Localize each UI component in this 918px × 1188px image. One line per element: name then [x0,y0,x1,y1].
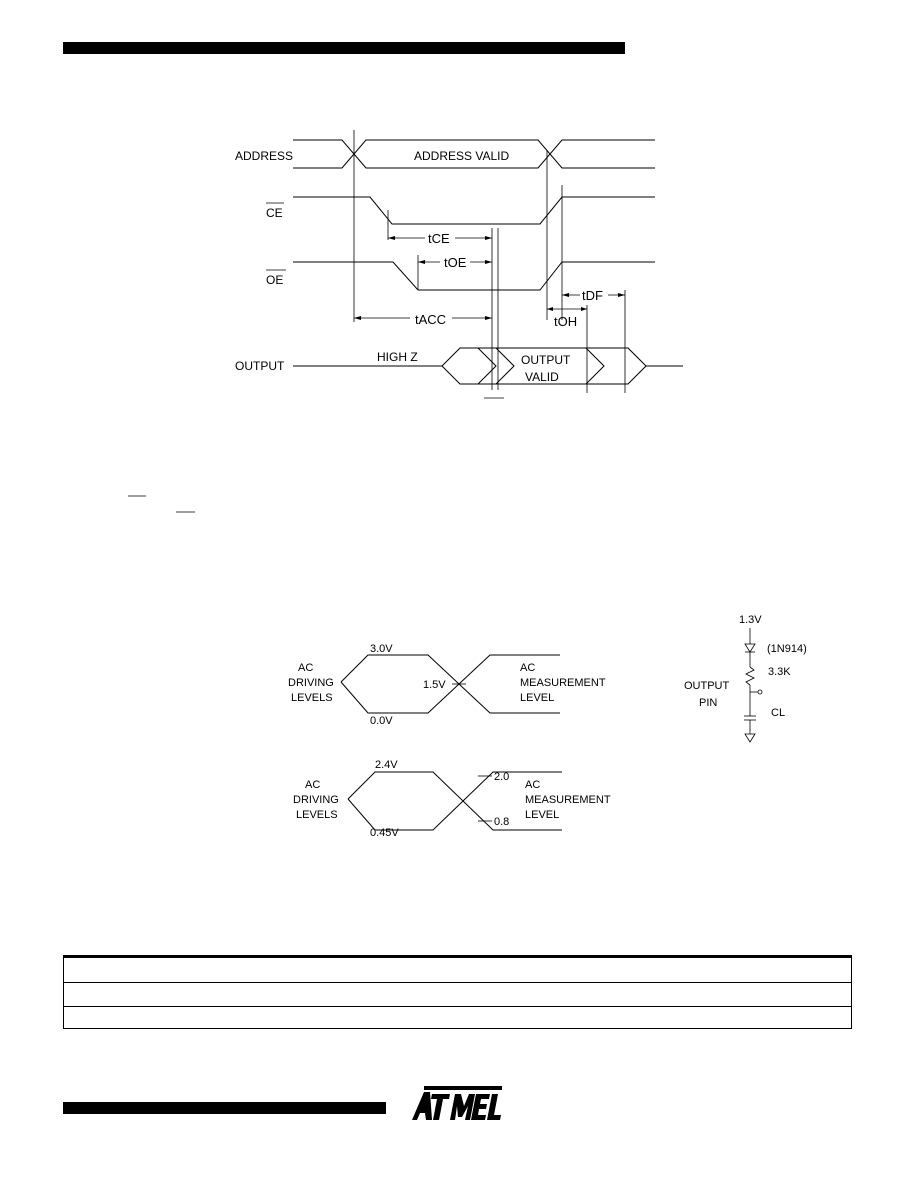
measure-label-3: LEVEL [525,809,559,821]
output-valid-label-2: VALID [525,370,559,384]
driving-label-3: LEVELS [296,809,338,821]
output-pin-label-2: PIN [699,697,717,709]
ce-waveform [293,196,655,225]
tce-dimension: tCE [388,231,492,246]
m-high-label: 2.0 [494,771,509,783]
tdf-dimension: tDF [562,288,625,303]
toe-label: tOE [444,255,467,270]
driving-label-2: DRIVING [293,794,339,806]
m-low-label: 0.8 [494,816,509,828]
resistor-icon [745,666,755,686]
output-waveform: HIGH Z OUTPUT VALID [293,347,683,385]
oe-waveform [293,261,655,291]
measure-label-2: MEASUREMENT [520,677,606,689]
measure-label-2: MEASUREMENT [525,794,611,806]
oe-label: OE [266,273,283,287]
footer-rule [63,1102,386,1114]
address-valid-label: ADDRESS VALID [414,149,509,163]
driving-label-3: LEVELS [291,692,333,704]
output-valid-label-1: OUTPUT [521,353,571,367]
ac-levels-diagram-1: AC DRIVING LEVELS 3.0V 0.0V 1.5V AC MEAS… [288,643,606,727]
address-label: ADDRESS [235,149,293,163]
driving-label-2: DRIVING [288,677,334,689]
v-mid-label: 1.5V [423,679,446,691]
ce-label: CE [266,206,283,220]
measure-label-1: AC [520,662,535,674]
output-pin-label-1: OUTPUT [684,680,730,692]
address-waveform: ADDRESS VALID [293,139,655,169]
resistor-label: 3.3K [768,666,791,678]
v-low-label: 0.0V [370,715,393,727]
driving-label-1: AC [305,779,320,791]
driving-label-1: AC [298,662,313,674]
atmel-logo [412,1086,502,1123]
v-high-label: 2.4V [375,759,398,771]
ac-levels-diagram-2: AC DRIVING LEVELS 2.4V 0.45V 2.0 0.8 AC … [293,759,611,839]
tdf-label: tDF [582,288,603,303]
table-frame [63,955,852,1029]
output-load-circuit: 1.3V (1N914) 3.3K OUTPUT PIN CL [684,614,807,743]
tacc-dimension: tACC [354,312,492,327]
table-row [64,1006,851,1007]
output-pin-node [757,689,763,695]
timing-diagram: ADDRESS CE OE OUTPUT ADDRESS VALID [235,130,683,399]
measure-label-3: LEVEL [520,692,554,704]
supply-label: 1.3V [739,614,762,626]
output-label: OUTPUT [235,359,285,373]
toh-label: tOH [554,314,577,329]
diode-icon [744,643,756,653]
v-low-label: 0.45V [370,827,399,839]
cap-label: CL [771,707,785,719]
diode-label: (1N914) [767,643,807,655]
ground-icon [744,733,756,743]
table-row [64,982,851,983]
high-z-label: HIGH Z [377,350,418,364]
toh-dimension: tOH [547,307,587,329]
toe-dimension: tOE [418,255,492,270]
header-rule [63,42,625,54]
tce-label: tCE [428,231,450,246]
measure-label-1: AC [525,779,540,791]
tacc-label: tACC [415,312,446,327]
v-high-label: 3.0V [370,643,393,655]
